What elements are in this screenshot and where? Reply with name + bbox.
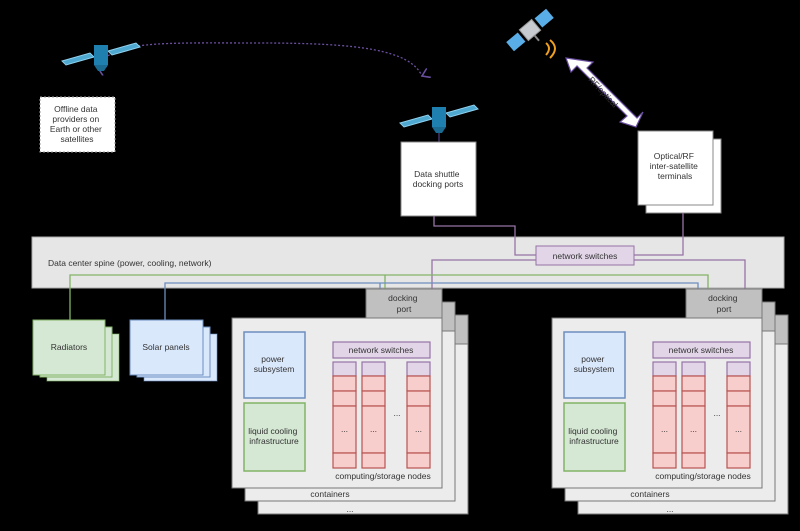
node-ellipsis: ... (415, 424, 422, 434)
liquid-cooling (243, 402, 306, 472)
container-group-left: docking port power subsystem liquid cool… (231, 288, 469, 515)
spine-switches-label: network switches (553, 251, 618, 261)
node-cell (332, 452, 357, 469)
network-switches (332, 341, 431, 359)
node-cell (332, 390, 357, 407)
node-cell (332, 375, 357, 392)
nodes-label: computing/storage nodes (335, 471, 430, 481)
power-subsystem (243, 331, 306, 399)
solar-panels: Solar panels (129, 319, 218, 382)
spine-label: Data center spine (power, cooling, netwo… (48, 258, 212, 268)
node-cell (361, 361, 386, 377)
node-cell (406, 361, 431, 377)
node-cell (361, 390, 386, 407)
container-group-right (551, 288, 789, 515)
optical-terminals-box (637, 130, 714, 206)
node-cell (361, 375, 386, 392)
node-cell (332, 361, 357, 377)
node-cell (406, 390, 431, 407)
nodes-ellipsis: ... (393, 408, 400, 418)
containers-label: containers (310, 489, 349, 499)
node-cell (406, 375, 431, 392)
docking-port-label: docking port (388, 293, 420, 314)
optical-terminals-label: Optical/RF inter-satellite terminals (650, 151, 701, 181)
data-transfer-arc (98, 42, 422, 76)
node-ellipsis: ... (370, 424, 377, 434)
liquid-cooling-label: liquid cooling infrastructure (248, 426, 300, 446)
solar-panels-label: Solar panels (142, 342, 189, 352)
docking-port (365, 288, 443, 319)
node-cell (406, 452, 431, 469)
satellite-icon (61, 42, 141, 72)
shuttle-docking-label: Data shuttle docking ports (413, 169, 464, 189)
shuttle-satellite-icon (399, 104, 479, 134)
radiators: Radiators (32, 319, 120, 382)
containers-ellipsis: ... (346, 504, 353, 514)
shuttle-docking-box (400, 141, 477, 217)
node-cell (361, 452, 386, 469)
offline-providers-label: Offline data providers on Earth or other… (50, 104, 104, 144)
rf-optical-label: RF/optical (587, 75, 620, 110)
offline-providers-box (39, 96, 116, 153)
data-center-spine (31, 236, 785, 289)
node-ellipsis: ... (341, 424, 348, 434)
comm-satellite-icon (506, 8, 554, 52)
spine-network-switches (535, 245, 635, 266)
radiators-label: Radiators (51, 342, 87, 352)
network-switches-label: network switches (349, 345, 414, 355)
power-subsystem-label: power subsystem (254, 354, 295, 374)
rf-optical-link-arrow (565, 57, 644, 128)
